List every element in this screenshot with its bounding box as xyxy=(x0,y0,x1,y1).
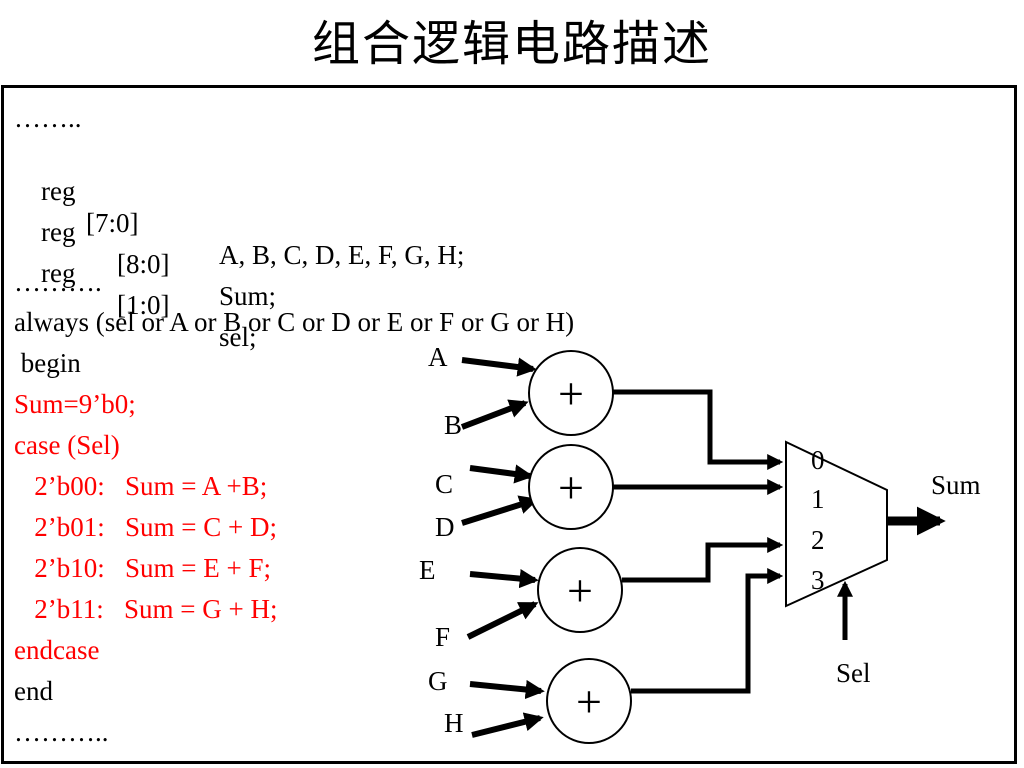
reg-keyword: reg xyxy=(41,217,76,247)
code-sum-init: Sum=9’b0; xyxy=(14,389,136,419)
plus-icon: + xyxy=(576,676,602,727)
reg-keyword: reg xyxy=(41,176,76,206)
wire-0 xyxy=(613,389,784,471)
arrow-e xyxy=(469,569,539,589)
code-dots-mid: ………. xyxy=(14,267,102,297)
code-always: always (sel or A or B or C or D or E or … xyxy=(14,307,575,337)
plus-icon: + xyxy=(558,368,584,419)
code-begin: begin xyxy=(14,348,81,378)
input-arrows xyxy=(460,357,545,738)
wire-2 xyxy=(622,536,784,583)
mux-input-1: 1 xyxy=(811,484,825,514)
slide-title: 组合逻辑电路描述 xyxy=(311,16,712,72)
input-label-f: F xyxy=(435,622,450,652)
content-box: …….. reg [7:0] A, B, C, D, E, F, G, H; r… xyxy=(1,85,1017,764)
code-endcase: endcase xyxy=(14,635,100,665)
code-dots-bottom: ……….. xyxy=(14,717,109,747)
input-label-c: C xyxy=(435,469,453,499)
reg-names: sel; xyxy=(219,322,257,352)
reg-names: A, B, C, D, E, F, G, H; xyxy=(219,240,465,270)
input-label-d: D xyxy=(435,512,455,542)
mux-input-2: 2 xyxy=(811,525,825,555)
adder-circle xyxy=(537,547,623,633)
reg-keyword: reg xyxy=(41,258,76,288)
input-label-e: E xyxy=(419,555,436,585)
adder-ab: + xyxy=(528,350,614,436)
plus-icon: + xyxy=(558,462,584,513)
input-label-h: H xyxy=(444,708,464,738)
arrow-f xyxy=(466,601,539,640)
reg-range: [1:0] xyxy=(117,290,170,320)
adder-circle xyxy=(546,658,632,744)
code-end: end xyxy=(14,676,53,706)
code-case: case (Sel) xyxy=(14,430,120,460)
mux-input-3: 3 xyxy=(811,565,825,595)
multiplexer xyxy=(785,440,888,608)
input-label-a: A xyxy=(428,342,448,372)
reg-names: Sum; xyxy=(219,281,277,311)
arrow-g xyxy=(469,679,545,700)
reg-range: [7:0] xyxy=(86,208,139,238)
input-label-g: G xyxy=(428,666,448,696)
arrow-d xyxy=(461,495,539,526)
wire-3 xyxy=(631,567,784,694)
adder-cd: + xyxy=(528,444,614,530)
code-case-01: 2’b01: Sum = C + D; xyxy=(14,512,277,542)
adder-ef: + xyxy=(537,547,623,633)
adder-gh: + xyxy=(546,658,632,744)
select-label: Sel xyxy=(836,658,871,688)
code-dots-top: …….. xyxy=(14,103,82,133)
arrow-h xyxy=(471,712,544,738)
plus-icon: + xyxy=(567,565,593,616)
code-case-11: 2’b11: Sum = G + H; xyxy=(14,594,278,624)
output-label: Sum xyxy=(931,470,981,500)
arrow-c xyxy=(469,464,534,484)
code-reg-sum: reg [8:0] Sum; xyxy=(14,184,614,344)
reg-range: [8:0] xyxy=(117,249,170,279)
mux-input-0: 0 xyxy=(811,445,825,475)
arrow-b xyxy=(460,399,529,430)
mux-input-wires xyxy=(613,389,784,694)
code-reg-sel: reg [1:0] sel; xyxy=(14,225,614,385)
code-reg-inputs: reg [7:0] A, B, C, D, E, F, G, H; xyxy=(14,143,614,303)
input-label-b: B xyxy=(444,410,462,440)
code-case-00: 2’b00: Sum = A +B; xyxy=(14,471,268,501)
code-case-10: 2’b10: Sum = E + F; xyxy=(14,553,271,583)
arrow-a xyxy=(461,357,537,377)
